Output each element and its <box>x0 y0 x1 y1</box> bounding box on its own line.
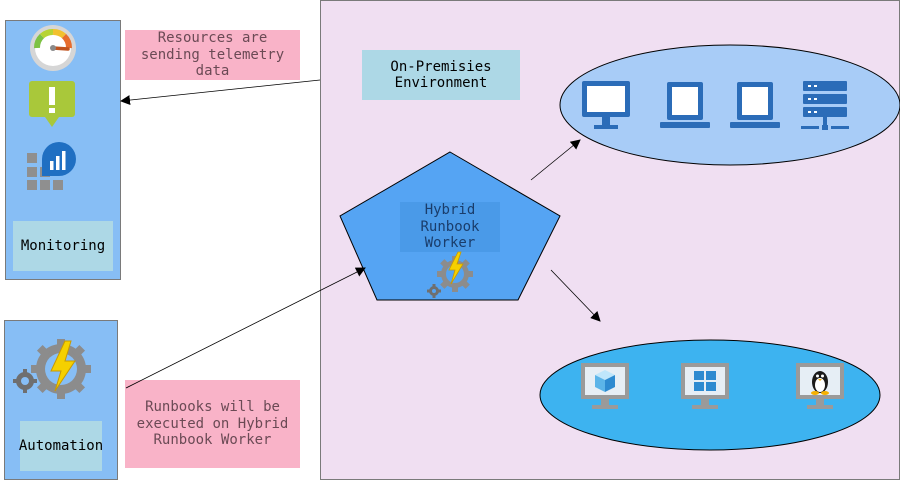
monitoring-panel: Monitoring <box>5 20 121 280</box>
laptop-icon <box>730 82 780 128</box>
worker-automation-gear-icon <box>427 251 473 298</box>
automation-label: Automation <box>19 421 103 471</box>
automation-panel: Automation <box>4 320 118 480</box>
laptop-icon <box>660 82 710 128</box>
runbook-execution-arrow <box>125 267 366 389</box>
worker-label-box <box>400 202 500 252</box>
monitoring-label: Monitoring <box>13 221 113 271</box>
worker-to-physical-arrow <box>530 139 581 181</box>
worker-to-vm-arrow <box>550 269 601 322</box>
server-icon <box>801 81 849 130</box>
alert-icon <box>29 81 75 127</box>
worker-label: Hybrid Runbook Worker <box>420 202 480 252</box>
telemetry-arrow <box>120 79 321 106</box>
physical-devices-ellipse <box>559 44 900 166</box>
analytics-icon <box>27 142 76 190</box>
vm-linux-icon <box>796 363 844 409</box>
vm-windows-icon <box>681 363 729 409</box>
speedometer-icon <box>30 25 76 71</box>
runbooks-note: Runbooks will be executed on Hybrid Runb… <box>125 380 300 468</box>
automation-gear-icon <box>13 339 91 399</box>
desktop-monitor-icon <box>582 81 630 129</box>
telemetry-note: Resources are sending telemetry data <box>125 30 300 80</box>
vm-cube-icon <box>581 363 629 409</box>
onprem-label: On-Premisies Environment <box>362 50 520 100</box>
